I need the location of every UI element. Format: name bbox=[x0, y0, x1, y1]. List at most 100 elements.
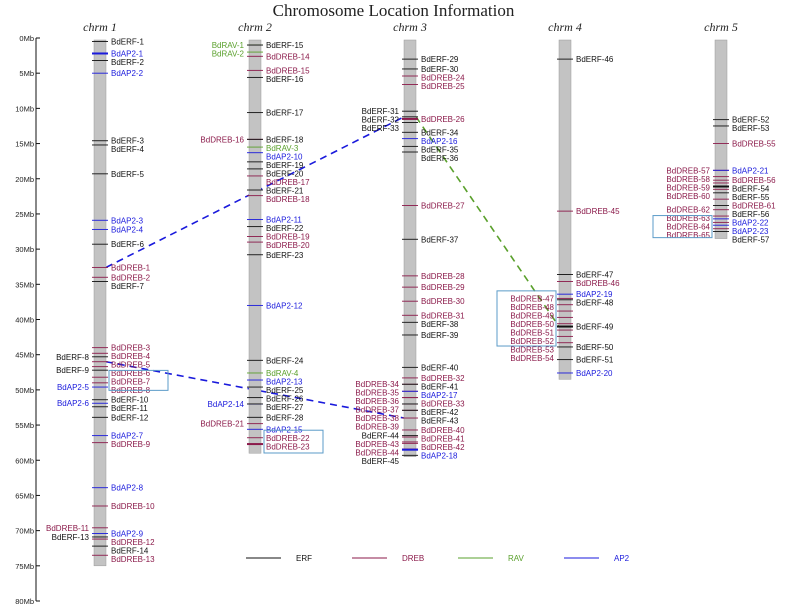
gene-label: BdERF-38 bbox=[421, 320, 459, 329]
gene-label: BdERF-11 bbox=[111, 404, 148, 413]
gene-label: BdERF-27 bbox=[266, 403, 304, 412]
gene-label: BdDREB-40 bbox=[421, 426, 465, 435]
gene-label: BdERF-22 bbox=[266, 224, 304, 233]
gene-label: BdAP2-20 bbox=[576, 369, 613, 378]
gene-label: BdERF-48 bbox=[576, 299, 614, 308]
gene-label: BdDREB-45 bbox=[576, 207, 620, 216]
highlight-box bbox=[652, 215, 713, 239]
gene-label: BdDREB-38 bbox=[355, 414, 399, 423]
gene-label: BdDREB-34 bbox=[355, 380, 399, 389]
highlight-box bbox=[496, 290, 557, 347]
gene-label: BdDREB-13 bbox=[111, 555, 155, 564]
gene-label: BdDREB-56 bbox=[732, 176, 776, 185]
gene-label: BdAP2-21 bbox=[732, 166, 769, 175]
gene-label: BdERF-37 bbox=[421, 235, 459, 244]
gene-label: BdDREB-15 bbox=[266, 66, 310, 75]
gene-label: BdERF-55 bbox=[732, 193, 770, 202]
gene-label: BdDREB-26 bbox=[421, 115, 465, 124]
position-axis: 0Mb5Mb10Mb15Mb20Mb25Mb30Mb35Mb40Mb45Mb50… bbox=[15, 34, 40, 605]
axis-tick-label: 35Mb bbox=[15, 280, 34, 289]
gene-label: BdERF-24 bbox=[266, 356, 304, 365]
gene-label: BdERF-54 bbox=[732, 185, 770, 194]
gene-label: BdDREB-44 bbox=[355, 449, 399, 458]
chromosome-bar bbox=[93, 39, 107, 567]
gene-label: BdERF-49 bbox=[576, 323, 614, 332]
gene-label: BdERF-36 bbox=[421, 154, 459, 163]
gene-label: BdDREB-64 bbox=[666, 223, 710, 232]
gene-label: BdERF-31 bbox=[362, 107, 400, 116]
gene-label: BdDREB-24 bbox=[421, 73, 465, 82]
gene-label: BdDREB-57 bbox=[666, 166, 710, 175]
gene-label: BdDREB-49 bbox=[510, 311, 554, 320]
axis-tick-label: 60Mb bbox=[15, 456, 34, 465]
gene-label: BdERF-18 bbox=[266, 135, 304, 144]
axis-tick-label: 25Mb bbox=[15, 210, 34, 219]
chromosome-2: chrm 2BdRAV-1BdRAV-2BdDREB-16BdAP2-14BdD… bbox=[200, 20, 324, 454]
gene-label: BdAP2-3 bbox=[111, 216, 144, 225]
gene-label: BdAP2-19 bbox=[576, 290, 613, 299]
gene-label: BdDREB-37 bbox=[355, 406, 399, 415]
chromosome-name: chrm 2 bbox=[238, 20, 272, 34]
gene-label: BdDREB-2 bbox=[111, 273, 151, 282]
gene-label: BdDREB-63 bbox=[666, 214, 710, 223]
gene-label: BdAP2-11 bbox=[266, 216, 302, 225]
gene-label: BdERF-8 bbox=[56, 353, 89, 362]
axis-tick-label: 30Mb bbox=[15, 245, 34, 254]
gene-label: BdDREB-17 bbox=[266, 178, 310, 187]
axis-tick-label: 80Mb bbox=[15, 597, 34, 605]
chromosome-name: chrm 1 bbox=[83, 20, 117, 34]
gene-label: BdDREB-42 bbox=[421, 443, 465, 452]
legend-label: AP2 bbox=[614, 554, 630, 563]
gene-label: BdDREB-10 bbox=[111, 502, 155, 511]
gene-label: BdERF-23 bbox=[266, 251, 304, 260]
gene-label: BdAP2-5 bbox=[57, 383, 90, 392]
axis-tick-label: 0Mb bbox=[19, 34, 34, 43]
gene-label: BdERF-42 bbox=[421, 408, 459, 417]
gene-label: BdDREB-62 bbox=[666, 206, 710, 215]
gene-label: BdDREB-31 bbox=[421, 311, 465, 320]
gene-label: BdERF-4 bbox=[111, 145, 144, 154]
gene-label: BdDREB-4 bbox=[111, 352, 151, 361]
gene-label: BdERF-52 bbox=[732, 116, 770, 125]
gene-label: BdAP2-18 bbox=[421, 451, 458, 460]
gene-label: BdERF-34 bbox=[421, 128, 459, 137]
gene-label: BdRAV-2 bbox=[212, 50, 245, 59]
gene-label: BdAP2-6 bbox=[57, 399, 90, 408]
legend-label: ERF bbox=[296, 554, 312, 563]
gene-label: BdERF-30 bbox=[421, 65, 459, 74]
gene-label: BdERF-33 bbox=[362, 124, 400, 133]
gene-label: BdAP2-12 bbox=[266, 301, 303, 310]
highlight-box bbox=[263, 429, 324, 454]
gene-label: BdERF-17 bbox=[266, 109, 304, 118]
gene-label: BdDREB-11 bbox=[46, 524, 90, 533]
gene-label: BdDREB-6 bbox=[111, 369, 151, 378]
gene-label: BdDREB-58 bbox=[666, 175, 710, 184]
gene-label: BdERF-19 bbox=[266, 161, 304, 170]
chromosome-bar bbox=[714, 39, 728, 239]
gene-label: BdERF-45 bbox=[362, 457, 400, 466]
chromosome-3: chrm 3BdERF-31BdERF-32BdERF-33BdDREB-34B… bbox=[355, 20, 465, 466]
gene-label: BdERF-53 bbox=[732, 124, 770, 133]
gene-label: BdDREB-7 bbox=[111, 378, 151, 387]
chromosome-1: chrm 1BdERF-8BdERF-9BdAP2-5BdAP2-6BdDREB… bbox=[46, 20, 169, 567]
gene-label: BdERF-26 bbox=[266, 394, 304, 403]
gene-label: BdRAV-4 bbox=[266, 369, 299, 378]
gene-label: BdERF-40 bbox=[421, 363, 459, 372]
gene-label: BdDREB-30 bbox=[421, 297, 465, 306]
chromosome-bar bbox=[558, 39, 572, 380]
gene-label: BdDREB-22 bbox=[266, 434, 310, 443]
axis-tick-label: 20Mb bbox=[15, 175, 34, 184]
gene-label: BdERF-44 bbox=[362, 432, 400, 441]
gene-label: BdERF-21 bbox=[266, 186, 304, 195]
gene-label: BdERF-28 bbox=[266, 413, 304, 422]
axis-tick-label: 40Mb bbox=[15, 316, 34, 325]
gene-label: BdERF-20 bbox=[266, 169, 304, 178]
chromosome-bar bbox=[248, 39, 262, 454]
axis-tick-label: 45Mb bbox=[15, 351, 34, 360]
axis-tick-label: 55Mb bbox=[15, 421, 34, 430]
duplication-link bbox=[105, 116, 405, 269]
gene-label: BdERF-13 bbox=[52, 533, 90, 542]
legend-label: RAV bbox=[508, 554, 525, 563]
gene-label: BdERF-57 bbox=[732, 236, 770, 245]
